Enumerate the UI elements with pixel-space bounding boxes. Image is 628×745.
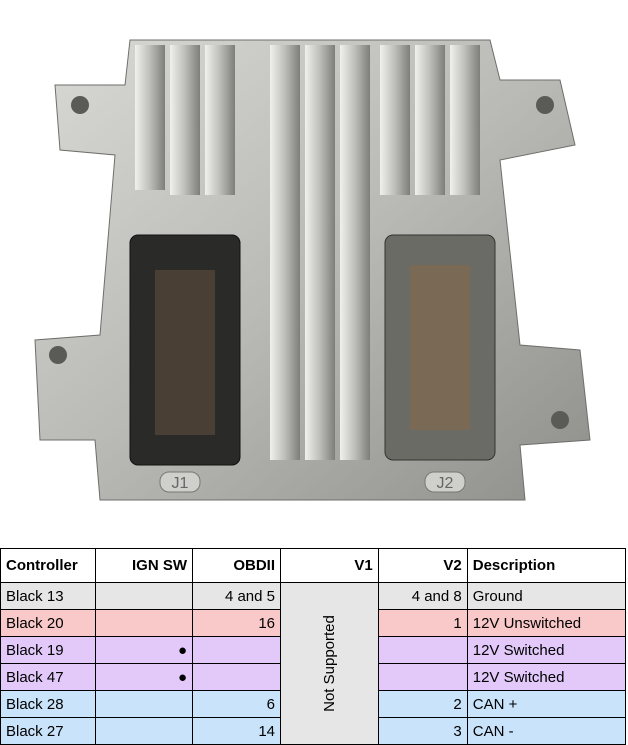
cell-ign [95, 690, 193, 718]
cell-controller: Black 47 [0, 663, 96, 691]
header-controller: Controller [0, 548, 96, 583]
pinout-table: Controller IGN SW OBDII V1 V2 Descriptio… [0, 548, 627, 745]
cell-description: 12V Unswitched [466, 609, 627, 637]
cell-v2: 2 [377, 690, 468, 718]
cell-controller: Black 19 [0, 636, 96, 664]
cell-controller: Black 28 [0, 690, 96, 718]
cell-description: 12V Switched [466, 636, 627, 664]
mounting-holes [49, 96, 569, 429]
cell-v2 [377, 636, 468, 664]
cooling-fins [135, 45, 480, 460]
j2-label: J2 [437, 475, 454, 492]
v1-not-supported: Not Supported [320, 615, 338, 712]
cell-description: CAN + [466, 690, 627, 718]
cell-v2: 1 [377, 609, 468, 637]
ecu-photo: J1 J2 [34, 39, 591, 501]
cell-obdii: 16 [192, 609, 281, 637]
cell-v2: 3 [377, 717, 468, 745]
cell-obdii: 6 [192, 690, 281, 718]
cell-description: Ground [466, 582, 627, 610]
connector-j2 [384, 234, 496, 461]
table-row: Black 19● 12V Switched [0, 636, 627, 664]
cell-ign [95, 609, 193, 637]
header-obdii: OBDII [192, 548, 281, 583]
cell-obdii: 14 [192, 717, 281, 745]
header-row: Controller IGN SW OBDII V1 V2 Descriptio… [0, 548, 627, 583]
cell-ign: ● [95, 636, 193, 664]
cell-v2 [377, 663, 468, 691]
header-description: Description [466, 548, 627, 583]
header-v2: V2 [377, 548, 468, 583]
cell-ign [95, 717, 193, 745]
cell-obdii [192, 663, 281, 691]
cell-description: CAN - [466, 717, 627, 745]
v1-merged-cell: Not Supported [280, 582, 379, 745]
cell-obdii: 4 and 5 [192, 582, 281, 610]
cell-v2: 4 and 8 [377, 582, 468, 610]
connector-j1 [129, 234, 241, 466]
header-ign-sw: IGN SW [95, 548, 193, 583]
header-v1: V1 [280, 548, 379, 583]
cell-ign [95, 582, 193, 610]
cell-description: 12V Switched [466, 663, 627, 691]
cell-controller: Black 13 [0, 582, 96, 610]
j1-label: J1 [172, 475, 189, 492]
cell-obdii [192, 636, 281, 664]
cell-ign: ● [95, 663, 193, 691]
cell-controller: Black 27 [0, 717, 96, 745]
cell-controller: Black 20 [0, 609, 96, 637]
